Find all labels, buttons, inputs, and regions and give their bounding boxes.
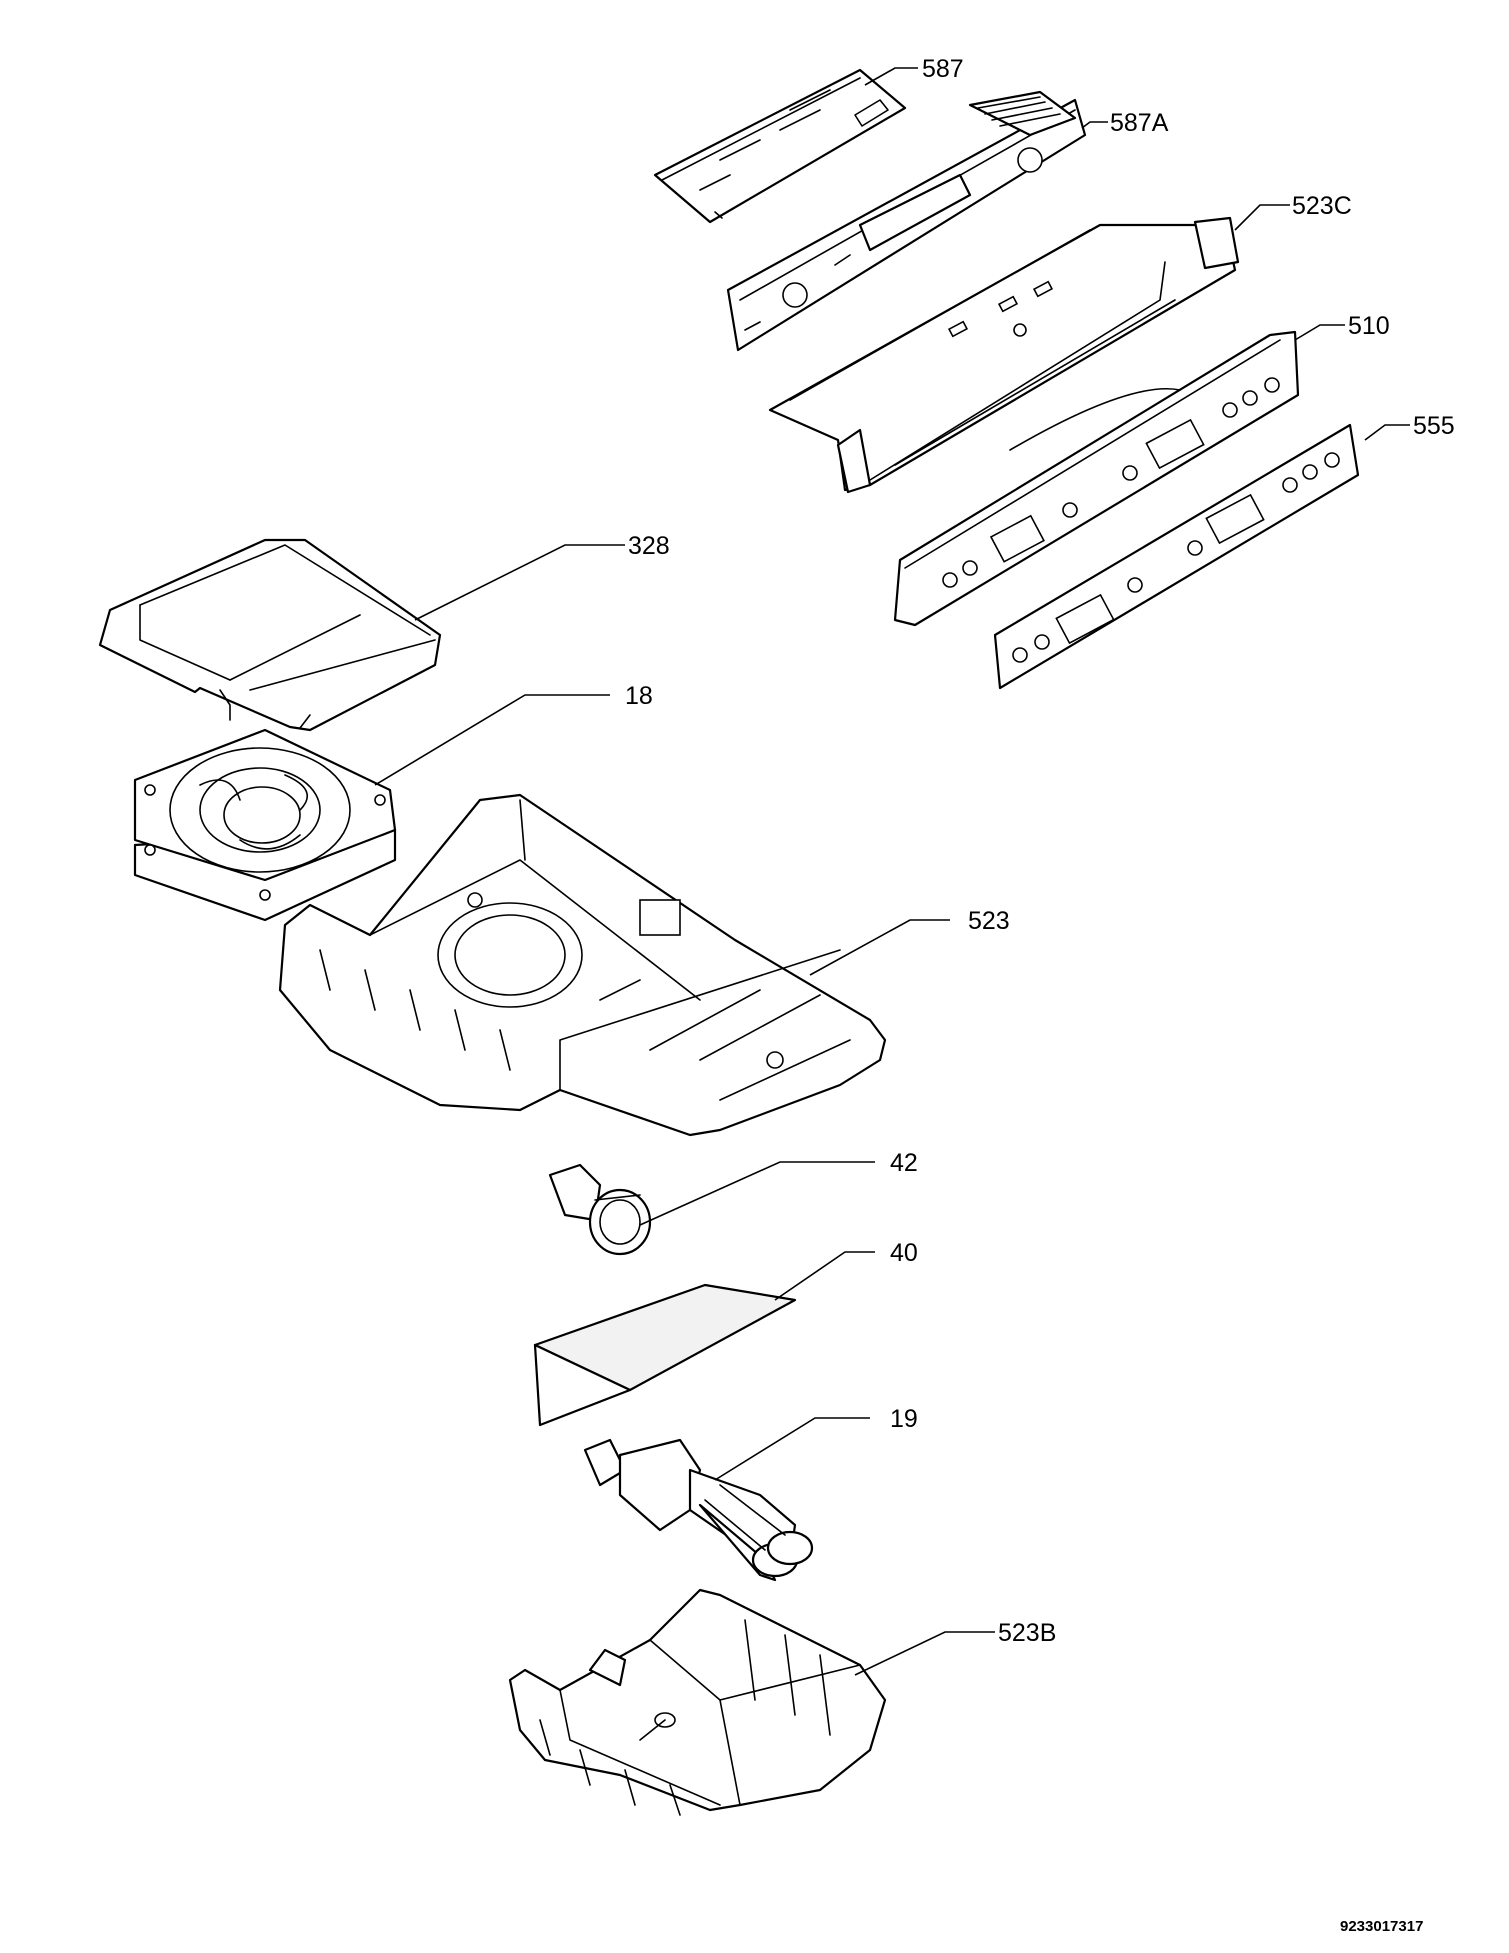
part-523B-lamp-cover <box>508 1588 887 1816</box>
callout-510: 510 <box>1294 312 1390 341</box>
part-42-lamp-holder <box>548 1163 652 1256</box>
callout-523B: 523B <box>854 1619 1056 1676</box>
drawing-reference-code: 9233017317 <box>1340 1918 1424 1935</box>
callout-587A: 587A <box>1081 109 1169 137</box>
callout-523C-label: 523C <box>1292 192 1352 220</box>
callout-19-label: 19 <box>890 1405 918 1433</box>
part-19-cfl-bulb <box>583 1438 814 1582</box>
callout-587A-label: 587A <box>1110 109 1169 137</box>
part-40-lamp-shield <box>533 1283 797 1427</box>
callout-587-label: 587 <box>922 55 964 83</box>
part-328-fan-cover <box>98 538 442 732</box>
callout-510-label: 510 <box>1348 312 1390 340</box>
callout-18: 18 <box>374 682 653 786</box>
callout-40-label: 40 <box>890 1239 918 1267</box>
part-523-housing <box>278 793 887 1137</box>
callout-555-label: 555 <box>1413 412 1455 440</box>
callout-587: 587 <box>864 55 964 86</box>
part-523C-control-frame <box>768 216 1240 494</box>
callout-523: 523 <box>809 907 1010 976</box>
callout-555: 555 <box>1364 412 1455 441</box>
callout-328-label: 328 <box>628 532 670 560</box>
callout-42-label: 42 <box>890 1149 918 1177</box>
callout-18-label: 18 <box>625 682 653 710</box>
callout-328: 328 <box>414 532 670 621</box>
callout-523C: 523C <box>1234 192 1352 231</box>
part-555-fascia-overlay <box>993 423 1360 690</box>
part-510-fascia <box>893 330 1300 627</box>
callout-19: 19 <box>714 1405 918 1481</box>
part-587-control-board <box>653 68 907 224</box>
part-587A-display-bracket <box>726 90 1087 352</box>
callout-523-label: 523 <box>968 907 1010 935</box>
part-18-fan <box>133 728 397 922</box>
callout-40: 40 <box>774 1239 918 1301</box>
callout-42: 42 <box>639 1149 918 1226</box>
callout-523B-label: 523B <box>998 1619 1056 1647</box>
